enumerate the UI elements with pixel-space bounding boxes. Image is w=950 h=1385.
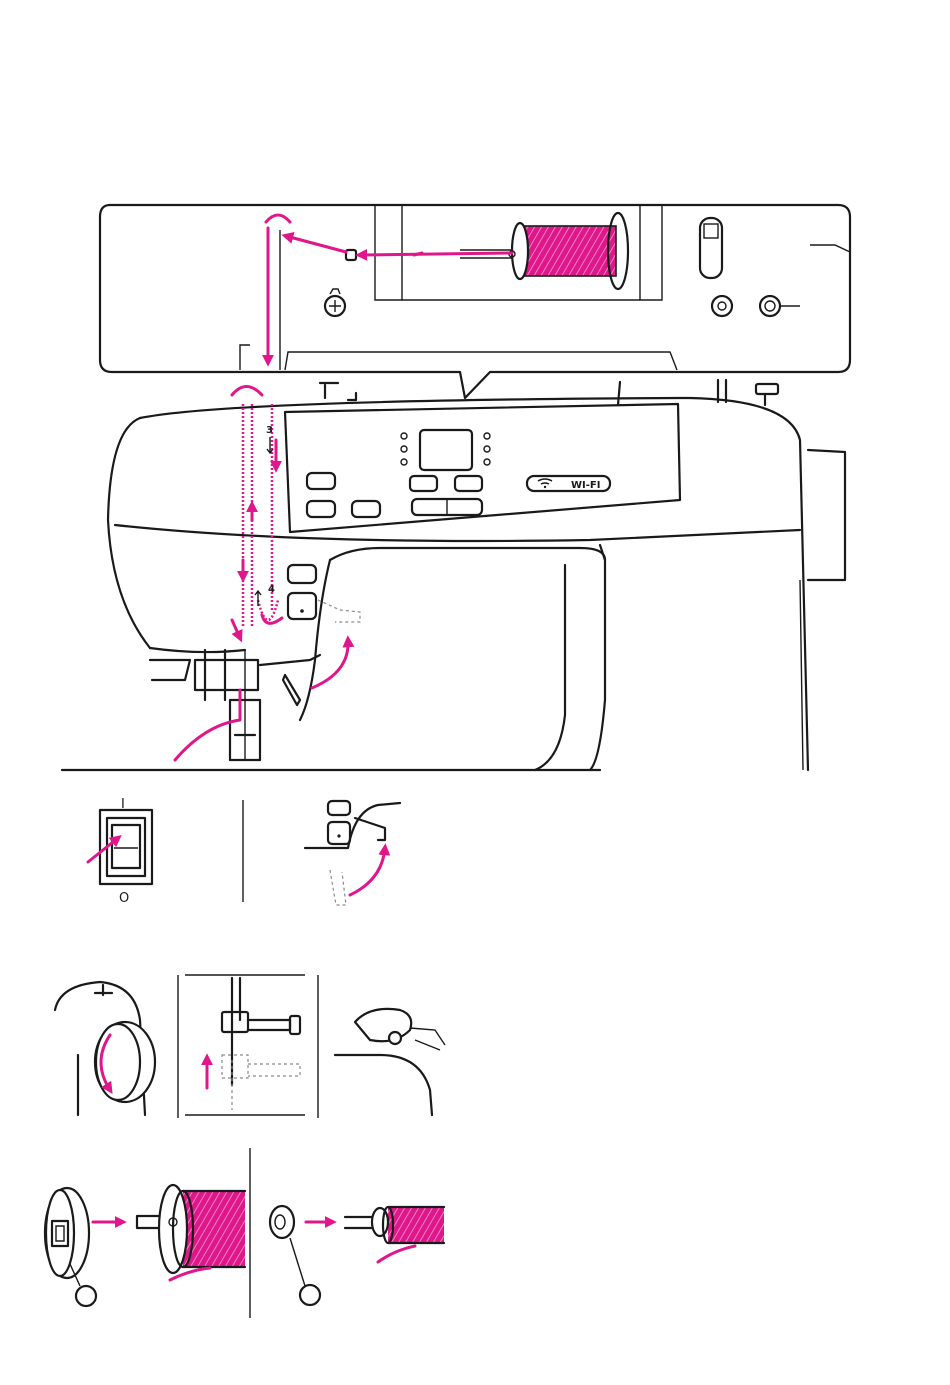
power-off-symbol: O — [119, 891, 129, 906]
thread-cutter-icon — [335, 1009, 445, 1115]
wifi-badge: WI-FI — [527, 476, 610, 491]
spool-cap-icon — [45, 1148, 250, 1318]
svg-text:WI-FI: WI-FI — [571, 480, 600, 491]
thread-guide-icon — [346, 250, 356, 260]
step-3-label: 3 — [266, 425, 273, 436]
power-switch-panel: I O — [88, 797, 243, 906]
power-on-symbol: I — [121, 797, 125, 812]
led-indicators — [401, 433, 490, 465]
thread-path: 3 4 — [175, 387, 348, 761]
needle-up-icon — [185, 975, 318, 1118]
step-4-label: 4 — [268, 584, 275, 595]
top-view-callout — [100, 205, 850, 398]
tension-disc-icon — [325, 289, 345, 316]
presser-foot-lever-icon — [305, 801, 400, 905]
spool-pin-icon — [460, 213, 628, 289]
bobbin-winder-icon — [700, 218, 800, 316]
handwheel-icon — [55, 975, 178, 1118]
machine-illustration: WI-FI — [62, 380, 845, 770]
small-spool-cap-icon — [270, 1206, 444, 1305]
